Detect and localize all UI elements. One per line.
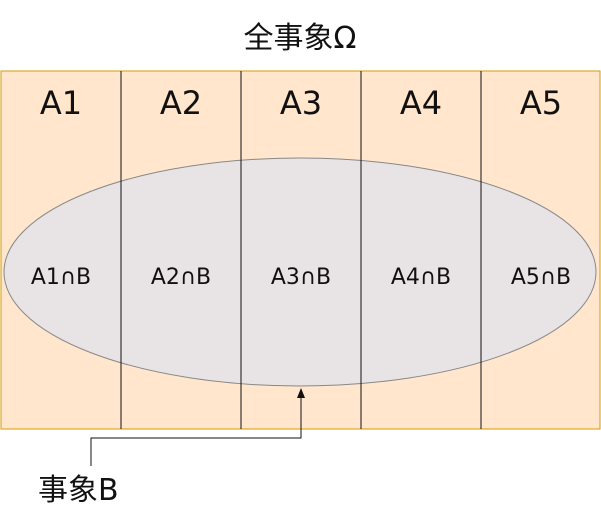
diagram-title: 全事象Ω — [244, 21, 357, 56]
partition-dividers — [120, 71, 482, 429]
intersection-label-a5: A5∩B — [511, 265, 571, 290]
intersection-labels: A1∩B A2∩B A3∩B A4∩B A5∩B — [31, 265, 571, 290]
partition-label-a3: A3 — [280, 84, 322, 122]
intersection-label-a4: A4∩B — [391, 265, 451, 290]
callout-connector — [90, 397, 302, 466]
intersection-label-a3: A3∩B — [271, 265, 331, 290]
event-b-label: 事象B — [38, 473, 119, 508]
partition-label-a2: A2 — [160, 84, 202, 122]
event-b-ellipse — [3, 157, 597, 387]
partition-label-a4: A4 — [400, 84, 442, 122]
intersection-label-a2: A2∩B — [151, 265, 211, 290]
partition-label-a1: A1 — [40, 84, 82, 122]
intersection-label-a1: A1∩B — [31, 265, 91, 290]
partition-labels: A1 A2 A3 A4 A5 — [40, 84, 562, 122]
callout-arrowhead — [297, 388, 305, 398]
partition-label-a5: A5 — [520, 84, 562, 122]
